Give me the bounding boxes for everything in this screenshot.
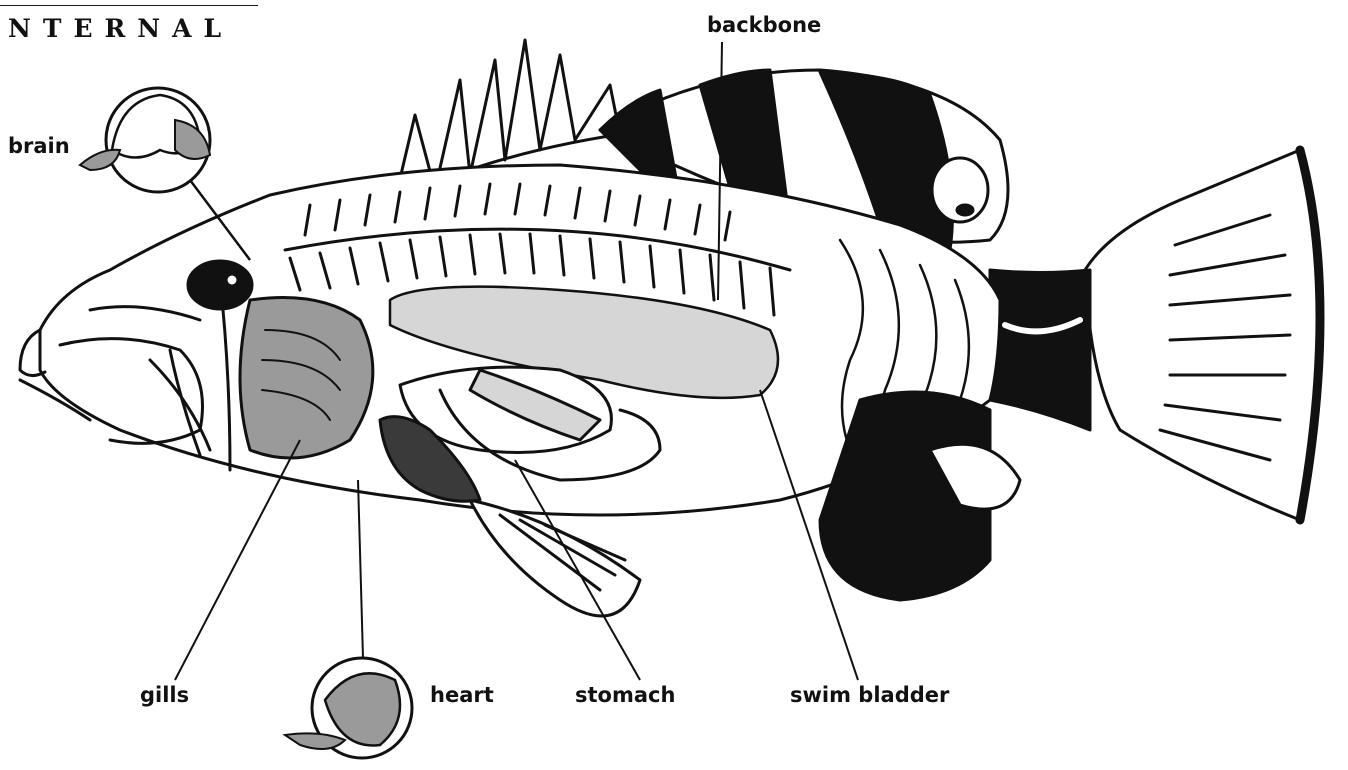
label-brain: brain	[8, 136, 70, 157]
heart-inset	[285, 658, 412, 758]
caudal-peduncle	[990, 270, 1090, 430]
tail-fin	[1085, 150, 1320, 520]
label-stomach: stomach	[575, 685, 675, 706]
label-heart: heart	[430, 685, 494, 706]
label-backbone: backbone	[707, 15, 821, 36]
label-swim-bladder: swim bladder	[790, 685, 949, 706]
heart-leader	[358, 480, 363, 658]
label-gills: gills	[140, 685, 189, 706]
gills-leader	[175, 440, 300, 680]
